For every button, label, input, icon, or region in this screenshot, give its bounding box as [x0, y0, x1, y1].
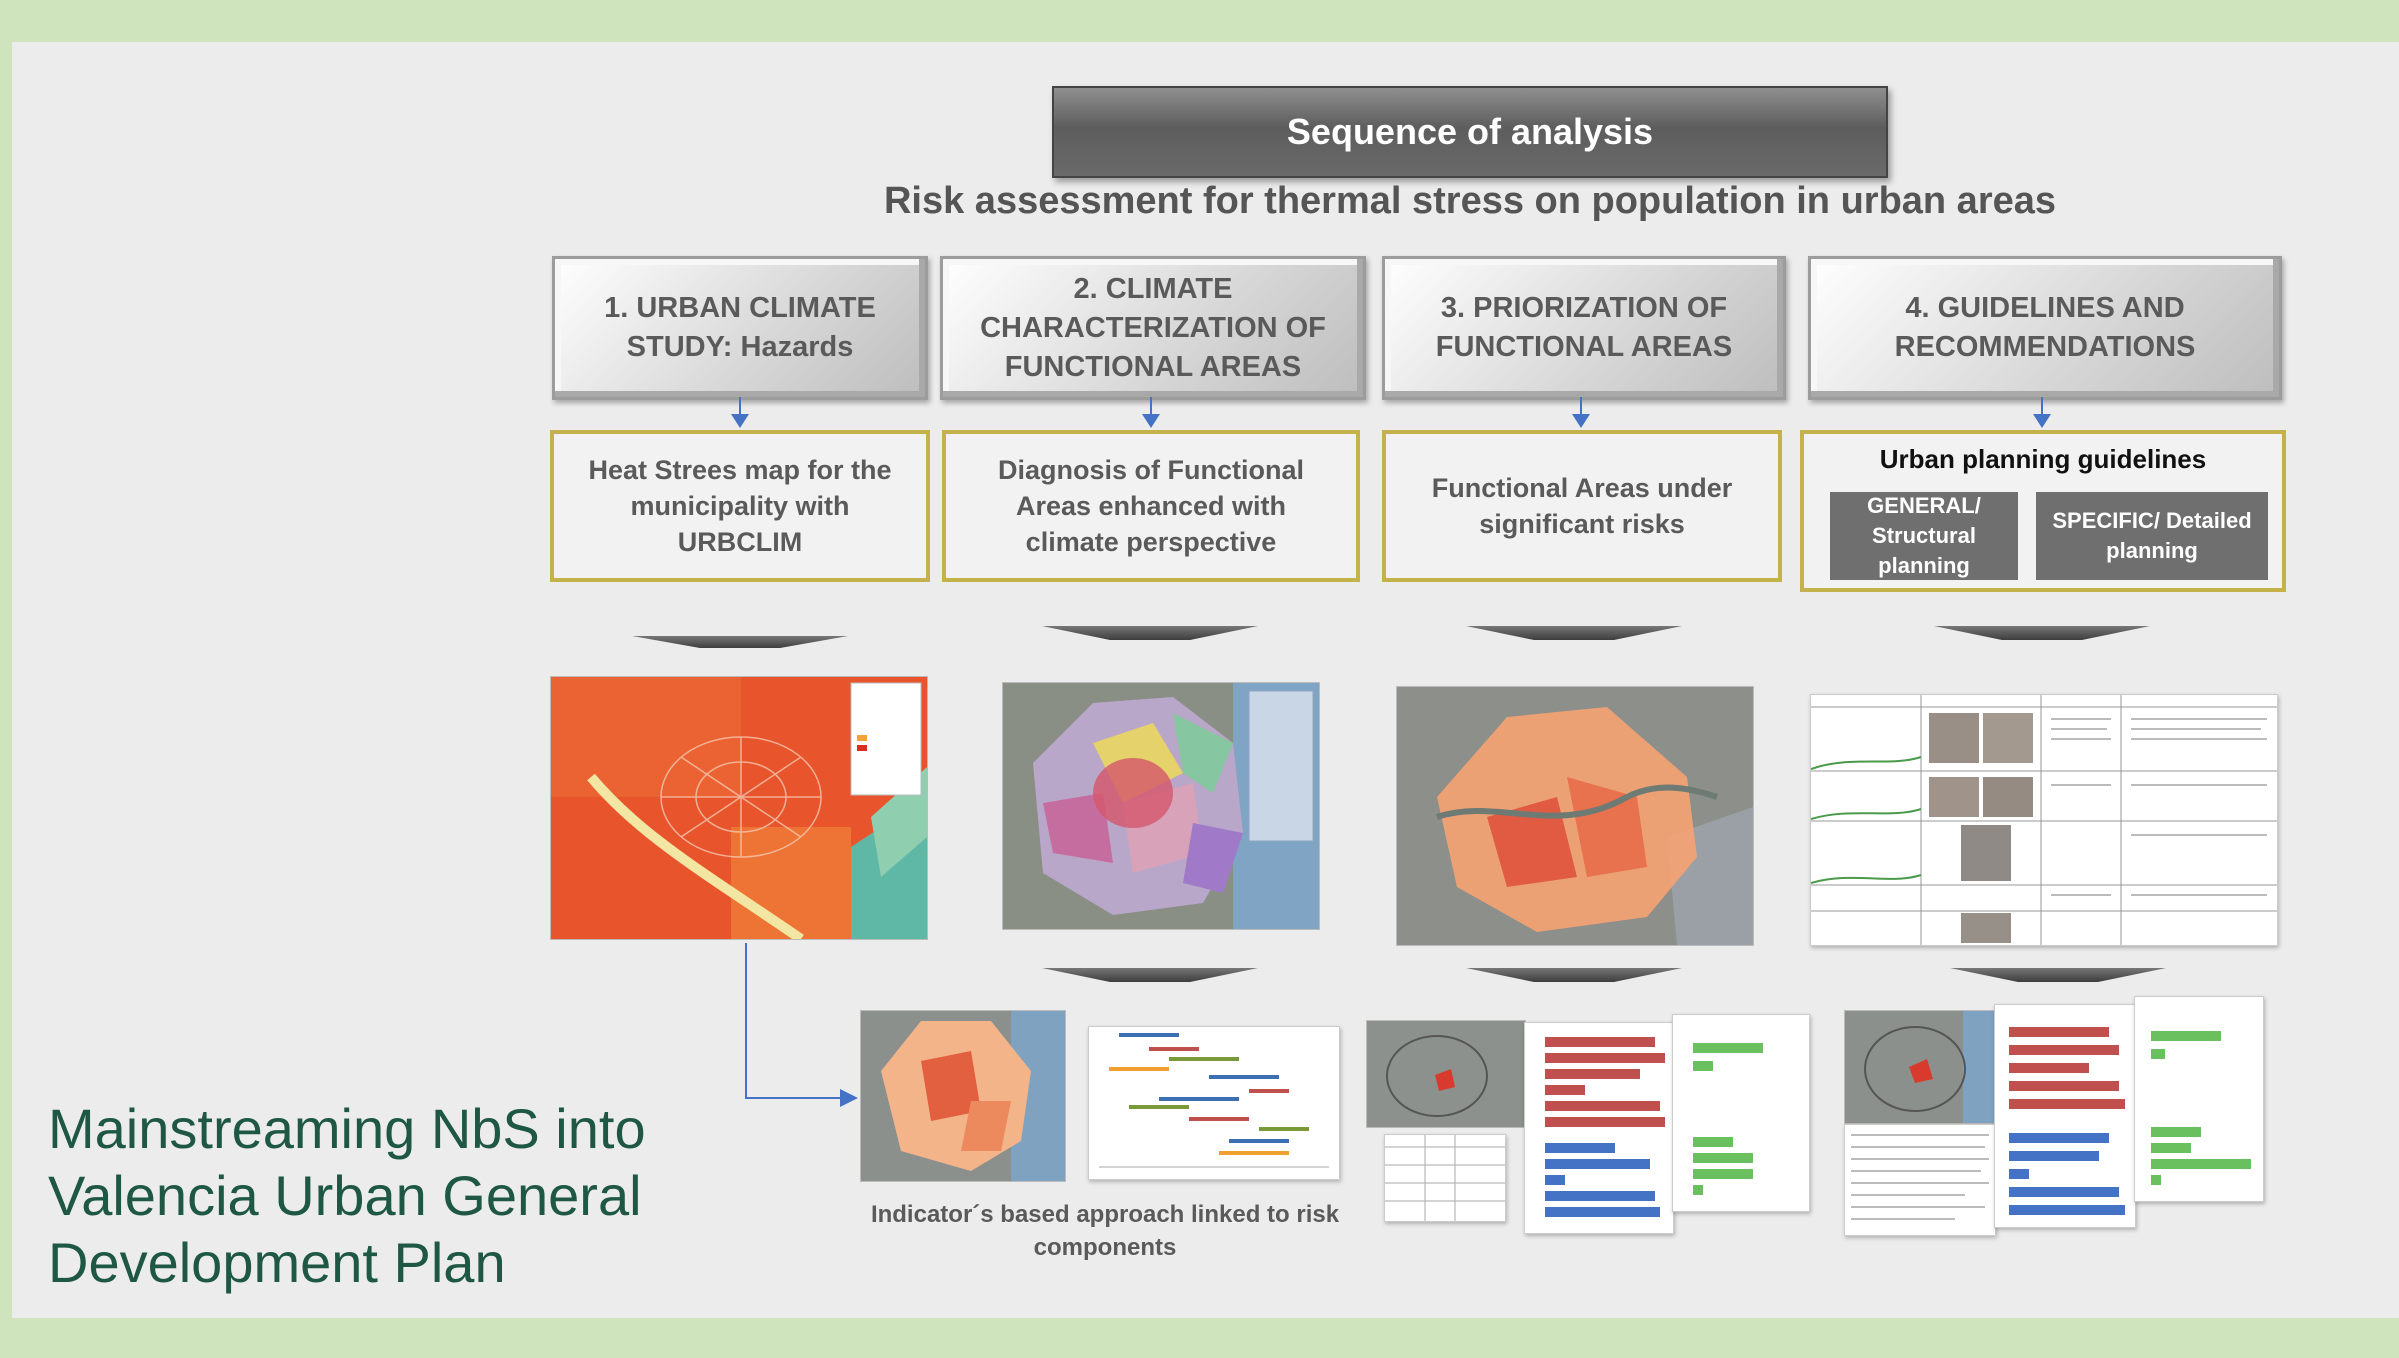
chevron-col4-top — [1934, 626, 2150, 640]
arrowhead-step3 — [1572, 414, 1590, 428]
step-4-guidelines-box: 4. GUIDELINES AND RECOMMENDATIONS — [1808, 256, 2282, 400]
legend-table — [1248, 690, 1314, 842]
risk-bar-chart-green — [1672, 1014, 1810, 1212]
priority-area-map-thumbnail — [1366, 1020, 1526, 1128]
priority-table-thumbnail — [1384, 1134, 1506, 1222]
functional-areas-map-graphic — [1003, 683, 1319, 929]
outcome-functional-areas-risks: Functional Areas under significant risks — [1382, 430, 1782, 582]
guidelines-table-graphic — [1811, 695, 2277, 945]
chevron-col3-bottom — [1466, 968, 1682, 982]
guidelines-bar-chart-red-blue-graphic — [1995, 1005, 2135, 1227]
connector-map-to-indicators — [745, 943, 842, 1099]
main-title: Mainstreaming NbS into Valencia Urban Ge… — [48, 1097, 646, 1294]
sequence-title-bar: Sequence of analysis — [1052, 86, 1888, 178]
guidelines-text-thumbnail — [1844, 1124, 1996, 1236]
outcome-heat-stress-map: Heat Strees map for the municipality wit… — [550, 430, 930, 582]
indicator-bar-chart-graphic — [1089, 1027, 1339, 1179]
chevron-col4-bottom — [1950, 968, 2166, 982]
heat-stress-map-graphic — [551, 677, 927, 939]
priorized-areas-map-graphic — [1397, 687, 1753, 945]
risk-bar-chart-red-blue-graphic — [1525, 1023, 1673, 1233]
chevron-col1-top — [632, 636, 848, 648]
urban-planning-guidelines-title: Urban planning guidelines — [1879, 444, 2207, 474]
step-3-priorization-box: 3. PRIORIZATION OF FUNCTIONAL AREAS — [1382, 256, 1786, 400]
outcome-urban-planning-guidelines: Urban planning guidelines GENERAL/ Struc… — [1800, 430, 2286, 592]
arrowhead-step2 — [1142, 414, 1160, 428]
arrowhead-step1 — [731, 414, 749, 428]
arrowhead-map-to-indicators — [840, 1089, 858, 1107]
priorized-areas-map-image — [1396, 686, 1754, 946]
flow-chevrons — [632, 626, 2166, 982]
risk-components-map-image — [860, 1010, 1066, 1182]
indicator-bar-chart-image — [1088, 1026, 1340, 1180]
priority-area-map-graphic — [1367, 1021, 1525, 1127]
indicator-approach-caption: Indicator´s based approach linked to ris… — [870, 1201, 1340, 1261]
risk-components-map-graphic — [861, 1011, 1065, 1181]
chevron-col2-bottom — [1042, 968, 1258, 982]
guidelines-bar-chart-red-blue — [1994, 1004, 2136, 1228]
guidelines-table-image — [1810, 694, 2278, 946]
chevron-col2-top — [1042, 626, 1258, 640]
guidelines-bar-chart-green-graphic — [2135, 997, 2263, 1201]
heat-stress-map-image — [550, 676, 928, 940]
step-2-climate-characterization-box: 2. CLIMATE CHARACTERIZATION OF FUNCTIONA… — [940, 256, 1366, 400]
chevron-col3-top — [1466, 626, 1682, 640]
risk-assessment-subtitle: Risk assessment for thermal stress on po… — [883, 180, 2057, 222]
step-1-urban-climate-box: 1. URBAN CLIMATE STUDY: Hazards — [552, 256, 928, 400]
general-structural-planning-badge: GENERAL/ Structural planning — [1830, 492, 2018, 580]
risk-bar-chart-red-blue — [1524, 1022, 1674, 1234]
functional-areas-map-image — [1002, 682, 1320, 930]
priority-table-graphic — [1385, 1135, 1505, 1221]
guidelines-area-map-graphic — [1845, 1011, 2005, 1123]
guidelines-bar-chart-green — [2134, 996, 2264, 1202]
guidelines-area-map-thumbnail — [1844, 1010, 2006, 1124]
arrowhead-step4 — [2033, 414, 2051, 428]
risk-bar-chart-green-graphic — [1673, 1015, 1809, 1211]
guidelines-text-graphic — [1845, 1125, 1995, 1235]
specific-detailed-planning-badge: SPECIFIC/ Detailed planning — [2036, 492, 2268, 580]
outcome-diagnosis-functional-areas: Diagnosis of Functional Areas enhanced w… — [942, 430, 1360, 582]
